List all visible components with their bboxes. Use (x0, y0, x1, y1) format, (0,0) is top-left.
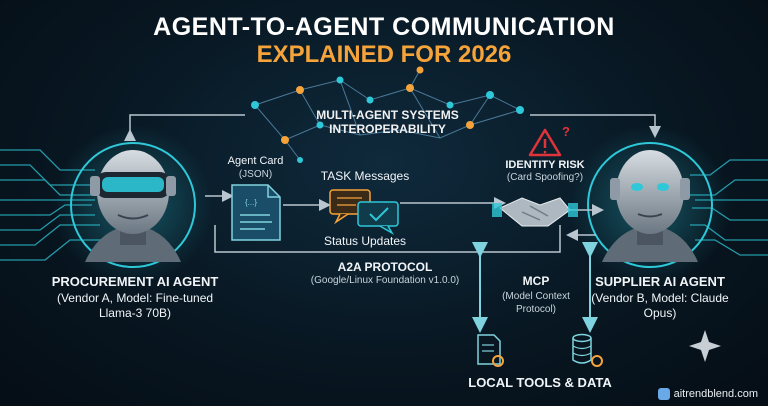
status-updates-label: Status Updates (313, 234, 417, 248)
mcp-title: MCP (500, 274, 572, 288)
agent-card-format: (JSON) (218, 169, 293, 180)
supplier-agent-detail: (Vendor B, Model: Claude Opus) (590, 291, 730, 321)
page-title: AGENT-TO-AGENT COMMUNICATION (0, 13, 768, 42)
sparkle-icon (689, 330, 721, 362)
identity-risk-title: IDENTITY RISK (492, 159, 598, 171)
protocol-detail: (Google/Linux Foundation v1.0.0) (262, 275, 508, 286)
task-messages-label: TASK Messages (315, 169, 415, 183)
agent-card-title: Agent Card (218, 155, 293, 167)
svg-text:?: ? (562, 124, 570, 139)
mcp-detail: (Model Context Protocol) (492, 290, 580, 316)
brand-watermark[interactable]: aitrendblend.com (658, 388, 758, 400)
chat-bubbles-icon (330, 190, 398, 233)
identity-risk-detail: (Card Spoofing?) (492, 172, 598, 183)
warning-icon: ? (530, 124, 570, 155)
gear-doc-icon (478, 335, 503, 366)
protocol-title: A2A PROTOCOL (285, 260, 485, 274)
database-icon (573, 335, 602, 367)
brand-logo-icon (658, 388, 670, 400)
network-label: MULTI-AGENT SYSTEMS INTEROPERABILITY (300, 108, 475, 136)
procurement-agent-detail: (Vendor A, Model: Fine-tuned Llama-3 70B… (40, 291, 230, 321)
brand-text: aitrendblend.com (674, 388, 758, 400)
agent-card-glyph: {...} (236, 198, 266, 207)
local-tools-label: LOCAL TOOLS & DATA (445, 375, 635, 390)
document-icon (232, 185, 280, 240)
handshake-icon (492, 198, 578, 226)
page-subtitle: EXPLAINED FOR 2026 (0, 41, 768, 69)
procurement-agent-title: PROCUREMENT AI AGENT (30, 274, 240, 289)
supplier-agent-title: SUPPLIER AI AGENT (585, 274, 735, 289)
